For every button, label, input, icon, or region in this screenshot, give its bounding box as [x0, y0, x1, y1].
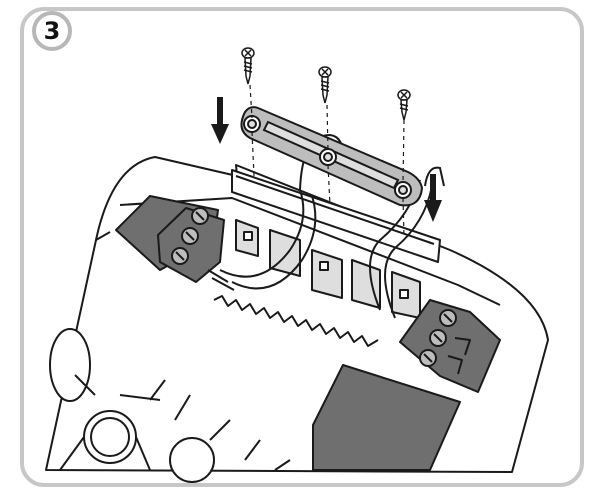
guide-lines	[249, 84, 405, 237]
screw-icon	[241, 47, 255, 85]
terminal-block	[399, 299, 501, 393]
down-arrow-icon	[211, 97, 229, 144]
terminal-block	[157, 207, 235, 291]
step-number-badge: 3	[32, 11, 72, 51]
down-arrow-icon	[424, 174, 442, 222]
screw-icon	[397, 89, 411, 121]
screw-icon	[318, 66, 332, 104]
